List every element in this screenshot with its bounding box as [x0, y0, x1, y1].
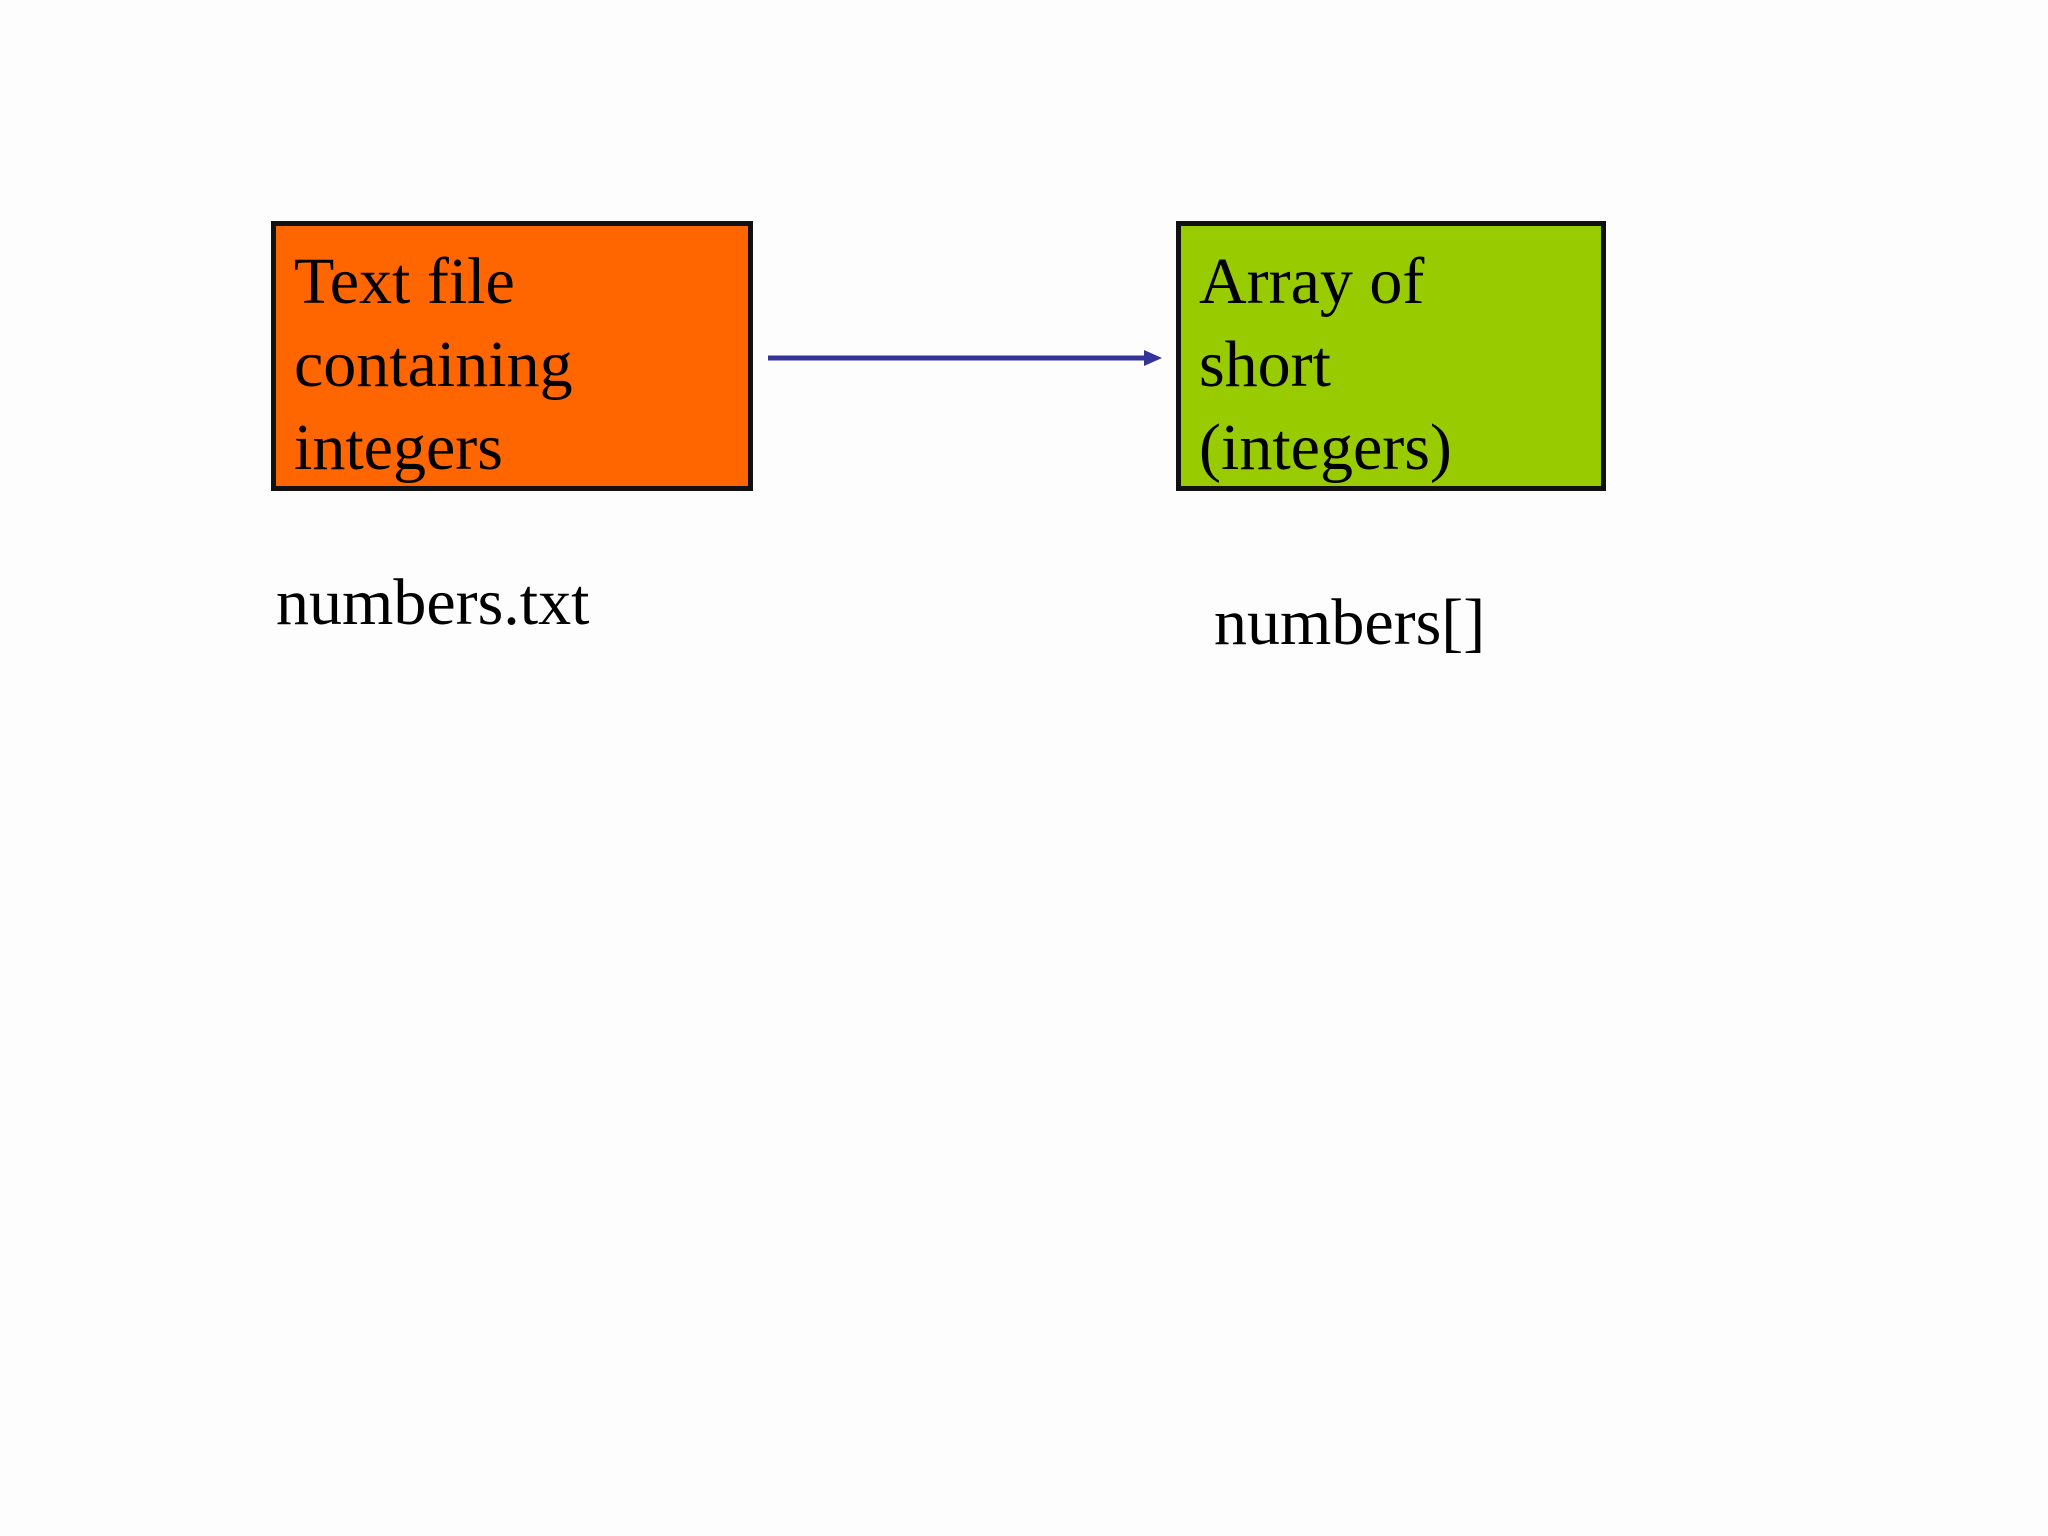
array-box-line-1: Array of — [1199, 245, 1425, 318]
array-box-line-2: short — [1199, 328, 1331, 401]
text-file-box-line-1: Text file — [294, 245, 515, 318]
text-file-box: Text file containing integers — [271, 221, 753, 491]
text-file-caption: numbers.txt — [276, 566, 590, 639]
array-box-line-3: (integers) — [1199, 411, 1452, 484]
array-caption: numbers[] — [1214, 586, 1486, 659]
text-file-box-line-3: integers — [294, 411, 503, 484]
array-box: Array of short (integers) — [1176, 221, 1606, 491]
text-file-box-line-2: containing — [294, 328, 573, 401]
flow-arrow-head — [1144, 350, 1162, 366]
